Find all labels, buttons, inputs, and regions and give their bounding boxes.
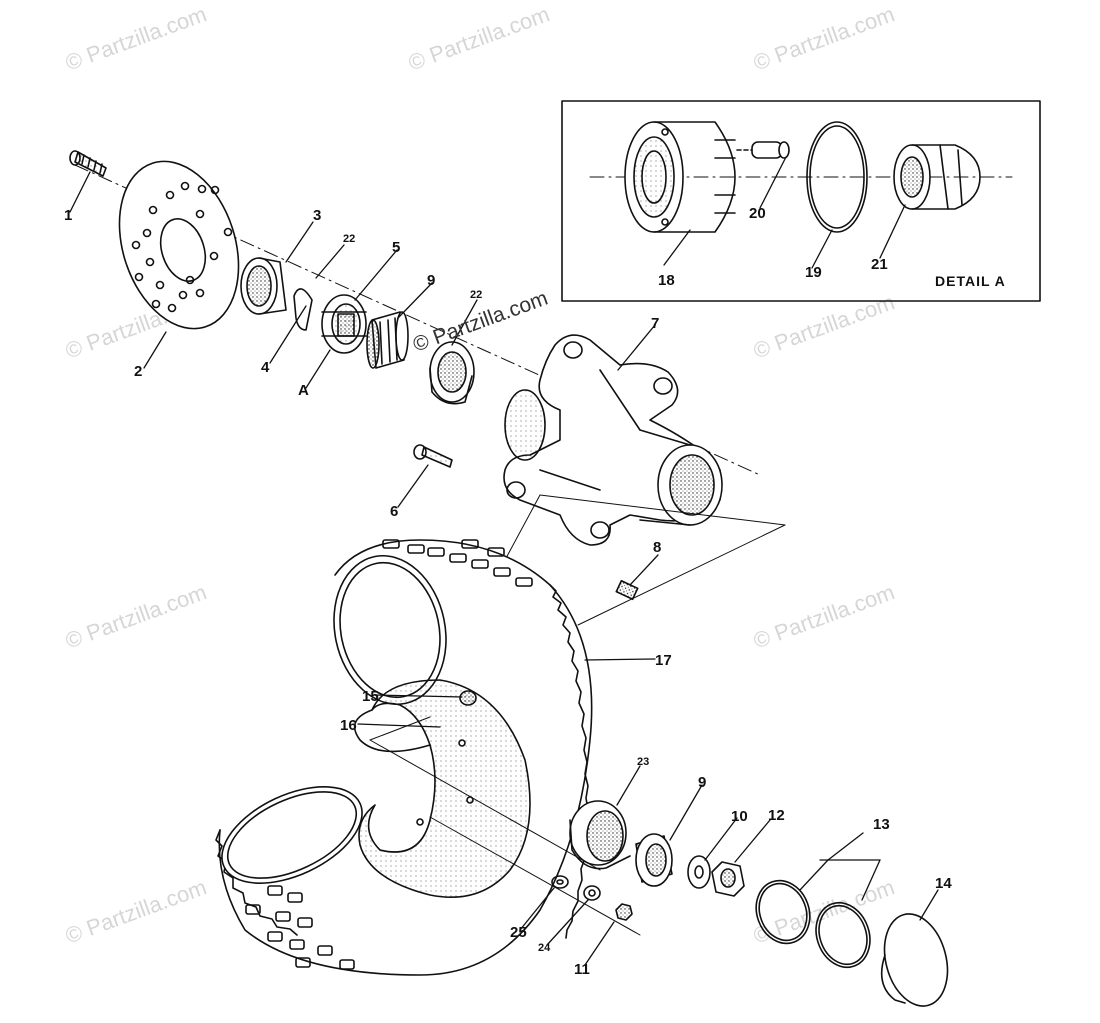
callout-15: 15	[362, 688, 379, 705]
part-11-nut	[615, 903, 633, 921]
callout-25: 25	[510, 924, 527, 941]
callout-9-top: 9	[427, 272, 436, 289]
callout-7: 7	[651, 315, 660, 332]
part-9-bearing-bottom	[635, 833, 673, 887]
part-12-nut	[711, 861, 745, 897]
part-9-bearing-top	[366, 311, 409, 369]
callout-1: 1	[64, 207, 73, 224]
part-19-o-ring-inner	[809, 125, 865, 229]
callout-23: 23	[637, 756, 650, 768]
part-19-o-ring	[806, 121, 868, 233]
part-17-tire	[215, 539, 593, 976]
callout-6: 6	[390, 503, 399, 520]
part-8-screw	[615, 579, 639, 601]
callout-3: 3	[313, 207, 322, 224]
part-18-locking-hub	[624, 121, 736, 233]
part-21-hub-knob	[893, 144, 981, 210]
part-23-race-top	[429, 341, 475, 405]
part-5-hub-assembly-a	[321, 294, 367, 354]
callout-11: 11	[574, 961, 590, 978]
part-13-o-ring-2	[815, 901, 871, 969]
part-2-brake-disc	[118, 160, 240, 330]
callout-a: A	[298, 382, 309, 399]
callout-8: 8	[653, 539, 662, 556]
callout-14: 14	[935, 875, 952, 892]
callout-4: 4	[261, 359, 270, 376]
callout-18: 18	[658, 272, 675, 289]
callout-17: 17	[655, 652, 672, 669]
part-1-bolt	[69, 150, 107, 177]
part-25-washer	[551, 875, 569, 889]
part-17-tire-bead	[221, 786, 363, 884]
callout-21: 21	[871, 256, 888, 273]
part-13-o-ring-1	[755, 879, 811, 945]
callout-22-b: 22	[470, 289, 483, 301]
part-24-washer	[583, 885, 601, 901]
part-7-hub	[503, 334, 723, 546]
callout-16: 16	[340, 717, 357, 734]
part-10-washer	[687, 855, 711, 889]
callout-22: 22	[343, 233, 356, 245]
part-14-cap	[880, 913, 949, 1007]
part-20-pin	[736, 141, 790, 159]
part-4-clip	[293, 288, 313, 331]
detail-a-label: DETAIL A	[935, 273, 1006, 289]
callout-5: 5	[392, 239, 401, 256]
callout-12: 12	[768, 807, 785, 824]
callout-9-bottom: 9	[698, 774, 707, 791]
part-6-bolt	[413, 444, 453, 468]
callout-19: 19	[805, 264, 822, 281]
callout-10: 10	[731, 808, 748, 825]
detail-a-frame	[561, 100, 1041, 302]
callout-2: 2	[134, 363, 143, 380]
callout-24: 24	[538, 942, 551, 954]
part-3-race	[240, 257, 287, 315]
part-16-rim	[353, 679, 531, 898]
callout-20: 20	[749, 205, 766, 222]
part-23-race-bottom	[569, 800, 631, 870]
callout-13: 13	[873, 816, 890, 833]
